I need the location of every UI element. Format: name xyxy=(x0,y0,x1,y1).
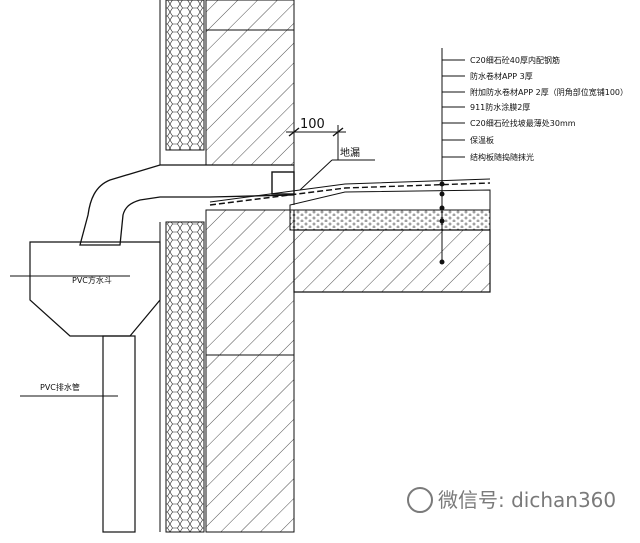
layer-label: C20细石砼找坡最薄处30mm xyxy=(470,118,576,128)
wall-insulation-upper xyxy=(165,0,205,151)
dimension-text: 100 xyxy=(300,117,325,132)
scupper-pipe xyxy=(79,164,295,246)
layer-labels: C20细石砼40厚内配钢筋 防水卷材APP 3厚 附加防水卷材APP 2厚（阴角… xyxy=(442,55,628,162)
watermark-text: 微信号: dichan360 xyxy=(438,488,616,512)
pvc-pipe-label: PVC排水管 xyxy=(40,382,80,392)
pvc-box-label: PVC方水斗 xyxy=(72,275,112,285)
layer-label: 保温板 xyxy=(470,135,494,145)
concrete-wall-upper xyxy=(205,0,295,166)
layer-label: 附加防水卷材APP 2厚（阴角部位宽铺100） xyxy=(470,87,628,97)
pvc-drain-pipe xyxy=(102,335,136,533)
layer-label: C20细石砼40厚内配钢筋 xyxy=(470,55,560,65)
structural-slab xyxy=(293,229,491,293)
wechat-icon xyxy=(407,487,433,513)
concrete-wall-lower xyxy=(205,209,295,533)
wall-insulation-lower xyxy=(165,221,205,533)
floor-drain xyxy=(271,171,295,195)
layer-label: 防水卷材APP 3厚 xyxy=(470,71,533,81)
pvc-rain-box xyxy=(29,241,161,337)
insulation-board xyxy=(289,209,491,231)
layer-label: 911防水涂膜2厚 xyxy=(470,102,530,112)
slope-screed xyxy=(289,189,491,211)
layer-label: 结构板随捣随抹光 xyxy=(470,152,534,162)
watermark: 微信号: dichan360 xyxy=(407,487,616,513)
drain-label: 地漏 xyxy=(340,146,360,159)
